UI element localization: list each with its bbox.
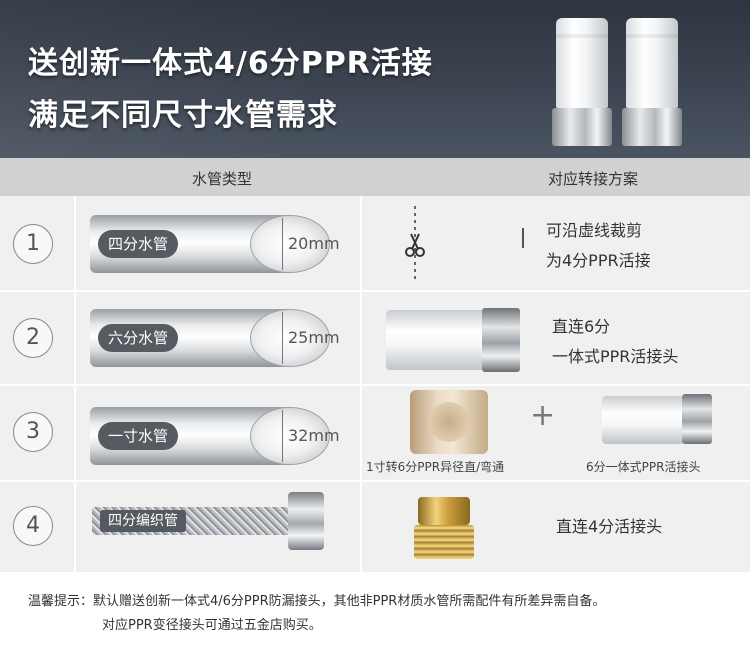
ppr-union-6-image [386,308,520,372]
solution-line1: 直连4分活接头 [556,517,663,536]
braided-hose-image: 四分编织管 [92,507,302,535]
banner-title-line1: 送创新一体式4/6分PPR活接 [28,46,433,81]
caption-reducer: 1寸转6分PPR异径直/弯通 [366,460,505,474]
pipe-label: 一寸水管 [98,422,179,450]
footer-note-line2: 对应PPR变径接头可通过五金店购买。 [102,618,322,633]
header-solution: 对应转接方案 [548,170,639,188]
pipe-image: 一寸水管 [90,407,330,465]
plus-sign: + [530,398,556,433]
pipe-label: 六分水管 [98,324,179,352]
solution-line1: 直连6分 [552,317,611,336]
pipe-image: 六分水管 [90,309,330,367]
ppr-union-6-image [602,394,712,444]
footer-note-line1: 温馨提示：默认赠送创新一体式4/6分PPR防漏接头，其他非PPR材质水管所需配件… [28,594,606,609]
brass-adapter-image [410,497,476,561]
scissors-icon [405,233,425,257]
banner: 送创新一体式4/6分PPR活接 满足不同尺寸水管需求 [0,0,750,158]
ppr-fitting-image-left [552,18,612,146]
row-number: 1 [13,224,53,264]
pipe-dimension: 25mm [282,312,340,364]
solution-line1: 可沿虚线裁剪 [546,221,643,240]
header-pipe-type: 水管类型 [192,170,253,188]
pipe-dimension: 32mm [282,410,340,462]
table-row-3: 3 一寸水管 32mm + 1寸转6分PPR异径直/弯通 6分一体式PPR活接头 [0,386,750,482]
caption-union: 6分一体式PPR活接头 [586,460,701,474]
reducer-fitting-image [410,390,488,454]
row-number: 4 [13,506,53,546]
row-number: 3 [13,412,53,452]
pipe-image: 四分水管 [90,215,330,273]
pipe-dimension: 20mm [282,218,340,270]
row-number: 2 [13,318,53,358]
table-row-2: 2 六分水管 25mm 直连6分 一体式PPR活接头 [0,292,750,386]
table-row-1: 1 四分水管 20mm 可沿虚线裁剪 为4分PPR活接 [0,196,750,292]
ppr-fitting-image-right [622,18,682,146]
solution-line2: 一体式PPR活接头 [552,347,679,366]
pipe-label: 四分编织管 [100,510,186,532]
solution-line2: 为4分PPR活接 [546,251,651,270]
cursor-bar [522,228,524,248]
banner-title-line2: 满足不同尺寸水管需求 [28,98,338,133]
table-header: 水管类型 对应转接方案 [0,158,750,196]
pipe-label: 四分水管 [98,230,179,258]
hose-nut-image [288,492,324,550]
